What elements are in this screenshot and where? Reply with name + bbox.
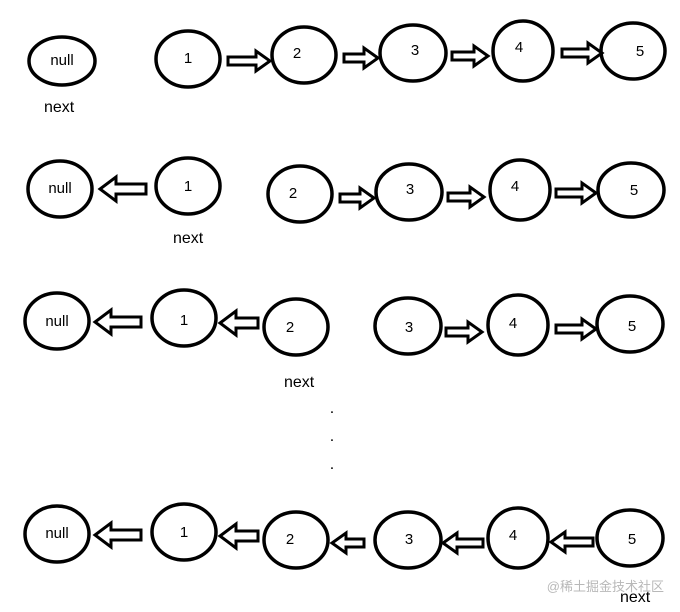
node-5-label: 5 (630, 182, 638, 199)
node-5-label: 5 (628, 531, 636, 548)
node-2-circle (262, 510, 330, 570)
arrow-left (97, 174, 148, 204)
arrow-left (217, 308, 260, 338)
node-3-circle (373, 296, 443, 356)
node-5-label: 5 (628, 318, 636, 335)
node-4-circle (486, 506, 550, 570)
node-1-label: 1 (180, 312, 188, 329)
step-4: null 1 2 3 4 5 next (23, 502, 665, 606)
pointer-label: next (620, 589, 651, 606)
node-2-label: 2 (286, 531, 294, 548)
node-4-label: 4 (511, 178, 519, 195)
arrow-right (444, 319, 485, 345)
arrow-right (338, 185, 377, 211)
node-4-label: 4 (509, 527, 517, 544)
arrow-left (217, 521, 260, 551)
node-1-circle (154, 29, 222, 89)
arrow-left (329, 530, 366, 556)
node-null-label: null (45, 313, 68, 330)
node-5-label: 5 (636, 43, 644, 60)
arrow-left (548, 529, 595, 555)
arrow-left (92, 520, 143, 550)
step-1: null 1 2 3 4 5 next (27, 19, 667, 116)
node-null-label: null (50, 52, 73, 69)
node-2-circle (270, 25, 338, 85)
pointer-label: next (173, 230, 204, 247)
arrow-right (560, 40, 605, 66)
node-2-label: 2 (289, 185, 297, 202)
node-4-label: 4 (515, 39, 523, 56)
node-3-label: 3 (405, 531, 413, 548)
node-4-circle (491, 19, 555, 83)
node-3-circle (374, 162, 444, 222)
ellipsis: . . . (330, 400, 334, 473)
node-4-label: 4 (509, 315, 517, 332)
arrow-right (554, 180, 599, 206)
ellipsis-dot: . (330, 400, 334, 417)
ellipsis-dot: . (330, 456, 334, 473)
node-null-circle (26, 159, 94, 219)
node-3-circle (378, 23, 448, 83)
node-1-circle (154, 156, 222, 216)
node-1-label: 1 (184, 178, 192, 195)
pointer-label: next (284, 374, 315, 391)
ellipsis-dot: . (330, 428, 334, 445)
pointer-label: next (44, 99, 75, 116)
node-4-circle (488, 158, 552, 222)
node-null-circle (27, 35, 97, 87)
node-null-circle (23, 291, 91, 351)
step-3: null 1 2 3 4 5 next (23, 288, 665, 391)
node-5-circle (599, 21, 667, 81)
arrow-left (92, 307, 143, 337)
node-3-circle (373, 510, 443, 570)
arrow-right (226, 48, 273, 74)
arrow-left (440, 530, 485, 556)
node-2-label: 2 (293, 45, 301, 62)
node-4-circle (486, 293, 550, 357)
arrow-right (450, 43, 491, 69)
node-1-circle (150, 288, 218, 348)
arrow-right (342, 45, 381, 71)
node-3-label: 3 (411, 42, 419, 59)
arrow-right (446, 184, 487, 210)
node-3-label: 3 (406, 181, 414, 198)
node-3-label: 3 (405, 319, 413, 336)
node-2-circle (266, 164, 334, 224)
watermark: @稀土掘金技术社区 (547, 579, 664, 594)
node-1-circle (150, 502, 218, 562)
node-5-circle (595, 508, 665, 568)
node-null-label: null (45, 525, 68, 542)
node-1-label: 1 (184, 50, 192, 67)
node-2-circle (262, 297, 330, 357)
node-1-label: 1 (180, 524, 188, 541)
arrow-right (554, 316, 599, 342)
node-null-circle (23, 504, 91, 564)
node-null-label: null (48, 180, 71, 197)
step-2: null 1 2 3 4 5 next (26, 156, 666, 247)
node-2-label: 2 (286, 319, 294, 336)
node-5-circle (596, 161, 666, 219)
node-5-circle (595, 294, 665, 354)
